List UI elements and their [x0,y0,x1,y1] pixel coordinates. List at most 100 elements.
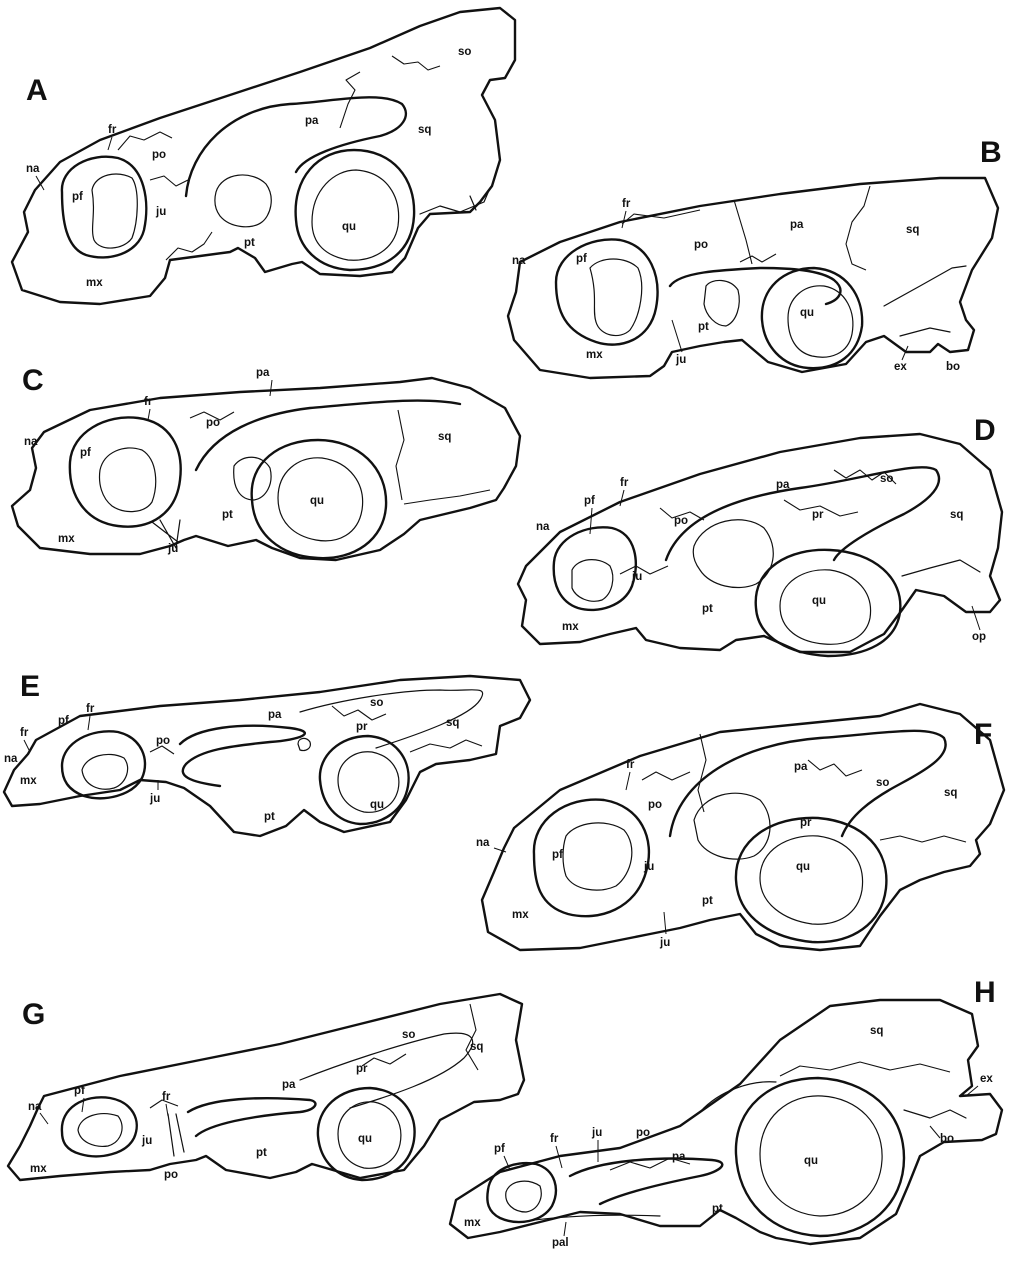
label-c-ju: ju [167,543,178,555]
qu-ring-h [736,1078,904,1236]
panel-letter-e: E [20,670,40,703]
label-h-pal: pal [552,1237,569,1249]
leader-e-fr2 [24,740,30,752]
label-a-so: so [458,46,471,58]
leader-c-pa [270,380,272,396]
panel-letter-a: A [26,74,48,107]
label-c-sq: sq [438,431,451,443]
label-h-sq: sq [870,1025,883,1037]
label-f-sq: sq [944,787,957,799]
label-g-pr: pr [356,1063,368,1075]
leader-h-pal [564,1222,566,1236]
label-b-pf: pf [576,253,587,265]
label-a-na: na [26,163,40,175]
panel-letter-b: B [980,136,1002,169]
label-f-na: na [476,837,490,849]
orbit-inner-e [82,754,128,789]
label-e-sq: sq [446,717,459,729]
label-f-qu: qu [796,861,810,873]
label-d-op: op [972,631,986,643]
suture-a-4 [150,176,188,186]
skull-f-outline [482,704,1004,950]
suture-f-3 [642,772,690,780]
leader-d-fr [620,490,624,506]
leader-e-fr [88,716,90,730]
fenestra-h [570,1159,722,1204]
label-d-pf: pf [584,495,595,507]
skull-b-outline [508,178,998,378]
label-f-so: so [876,777,889,789]
orbit-inner-d [572,560,613,602]
label-c-pa: pa [256,367,270,379]
panel-letter-c: C [22,364,44,397]
foramen-e [298,738,310,750]
qu-inner-e [338,752,399,813]
orbit-inner-a [92,174,137,248]
label-b-mx: mx [586,349,603,361]
label-d-so: so [880,473,893,485]
label-a-qu: qu [342,221,356,233]
label-b-po: po [694,239,708,251]
label-d-mx: mx [562,621,579,633]
label-e-qu: qu [370,799,384,811]
suture-a-2 [392,56,440,70]
suture-d-4 [620,566,668,574]
label-g-qu: qu [358,1133,372,1145]
skull-a-outline [12,8,515,304]
label-b-na: na [512,255,526,267]
skull-h-outline [450,1000,1002,1244]
qu-ring-d [756,550,901,656]
orbit-h [487,1163,556,1222]
temporal-fenestra-a [186,97,406,196]
label-a-pt: pt [244,237,255,249]
label-g-pt: pt [256,1147,267,1159]
label-e-ju: ju [149,793,160,805]
leader-b-fr [622,211,626,228]
orbit-inner-f [563,823,632,890]
label-h-bo: bo [940,1133,954,1145]
label-e-na: na [4,753,18,765]
label-h-qu: qu [804,1155,818,1167]
label-e-fr: fr [86,703,95,715]
label-e-so: so [370,697,383,709]
panel-a: A so fr pa sq na po pf ju qu pt mx [12,8,515,304]
label-a-fr: fr [108,124,117,136]
label-a-pa: pa [305,115,319,127]
leader-f-fr [626,772,630,790]
fenestra-d [666,467,939,560]
label-c-fr: fr [144,396,153,408]
suture-e-2 [410,740,482,752]
label-f-pr: pr [800,817,812,829]
leader-d-op [972,606,980,630]
qu-inner-a [312,170,399,260]
label-h-ex: ex [980,1073,993,1085]
orbit-b [556,239,658,344]
suture-f-2 [698,734,706,812]
label-a-pf: pf [72,191,83,203]
label-b-qu: qu [800,307,814,319]
label-g-fr: fr [162,1091,171,1103]
fenestra-upper-g [300,1033,473,1108]
qu-ring-e [320,736,409,824]
label-b-ex: ex [894,361,907,373]
qu-inner-f [760,836,863,924]
label-d-sq: sq [950,509,963,521]
fenestra-e [180,726,305,786]
label-h-pa: pa [672,1151,686,1163]
label-g-po: po [164,1169,178,1181]
label-f-po: po [648,799,662,811]
orbit-g [62,1097,137,1156]
label-b-fr: fr [622,198,631,210]
label-h-pt: pt [712,1203,723,1215]
label-b-pa: pa [790,219,804,231]
panel-f: F fr pa so sq po pr na pf ju qu pt mx ju [476,704,1004,950]
label-e-pa: pa [268,709,282,721]
label-a-po: po [152,149,166,161]
label-c-mx: mx [58,533,75,545]
label-a-sq: sq [418,124,431,136]
label-d-po: po [674,515,688,527]
label-d-pt: pt [702,603,713,615]
orbit-e [62,731,145,798]
suture-b-2 [846,186,870,270]
